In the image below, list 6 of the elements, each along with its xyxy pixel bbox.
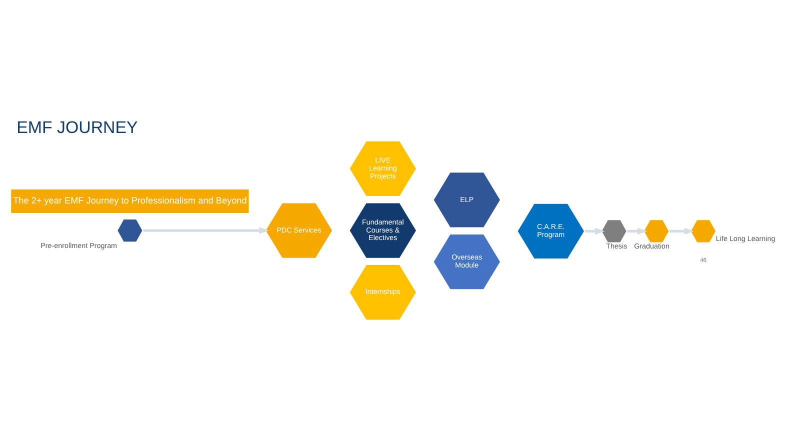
arrow (143, 226, 269, 234)
diagram-title: EMF JOURNEY (16, 117, 138, 136)
label: The 2+ year EMF Journey to Professionalism and Beyond (13, 195, 247, 206)
arrow (627, 227, 648, 234)
arrow (669, 227, 694, 234)
arrow (584, 227, 605, 234)
